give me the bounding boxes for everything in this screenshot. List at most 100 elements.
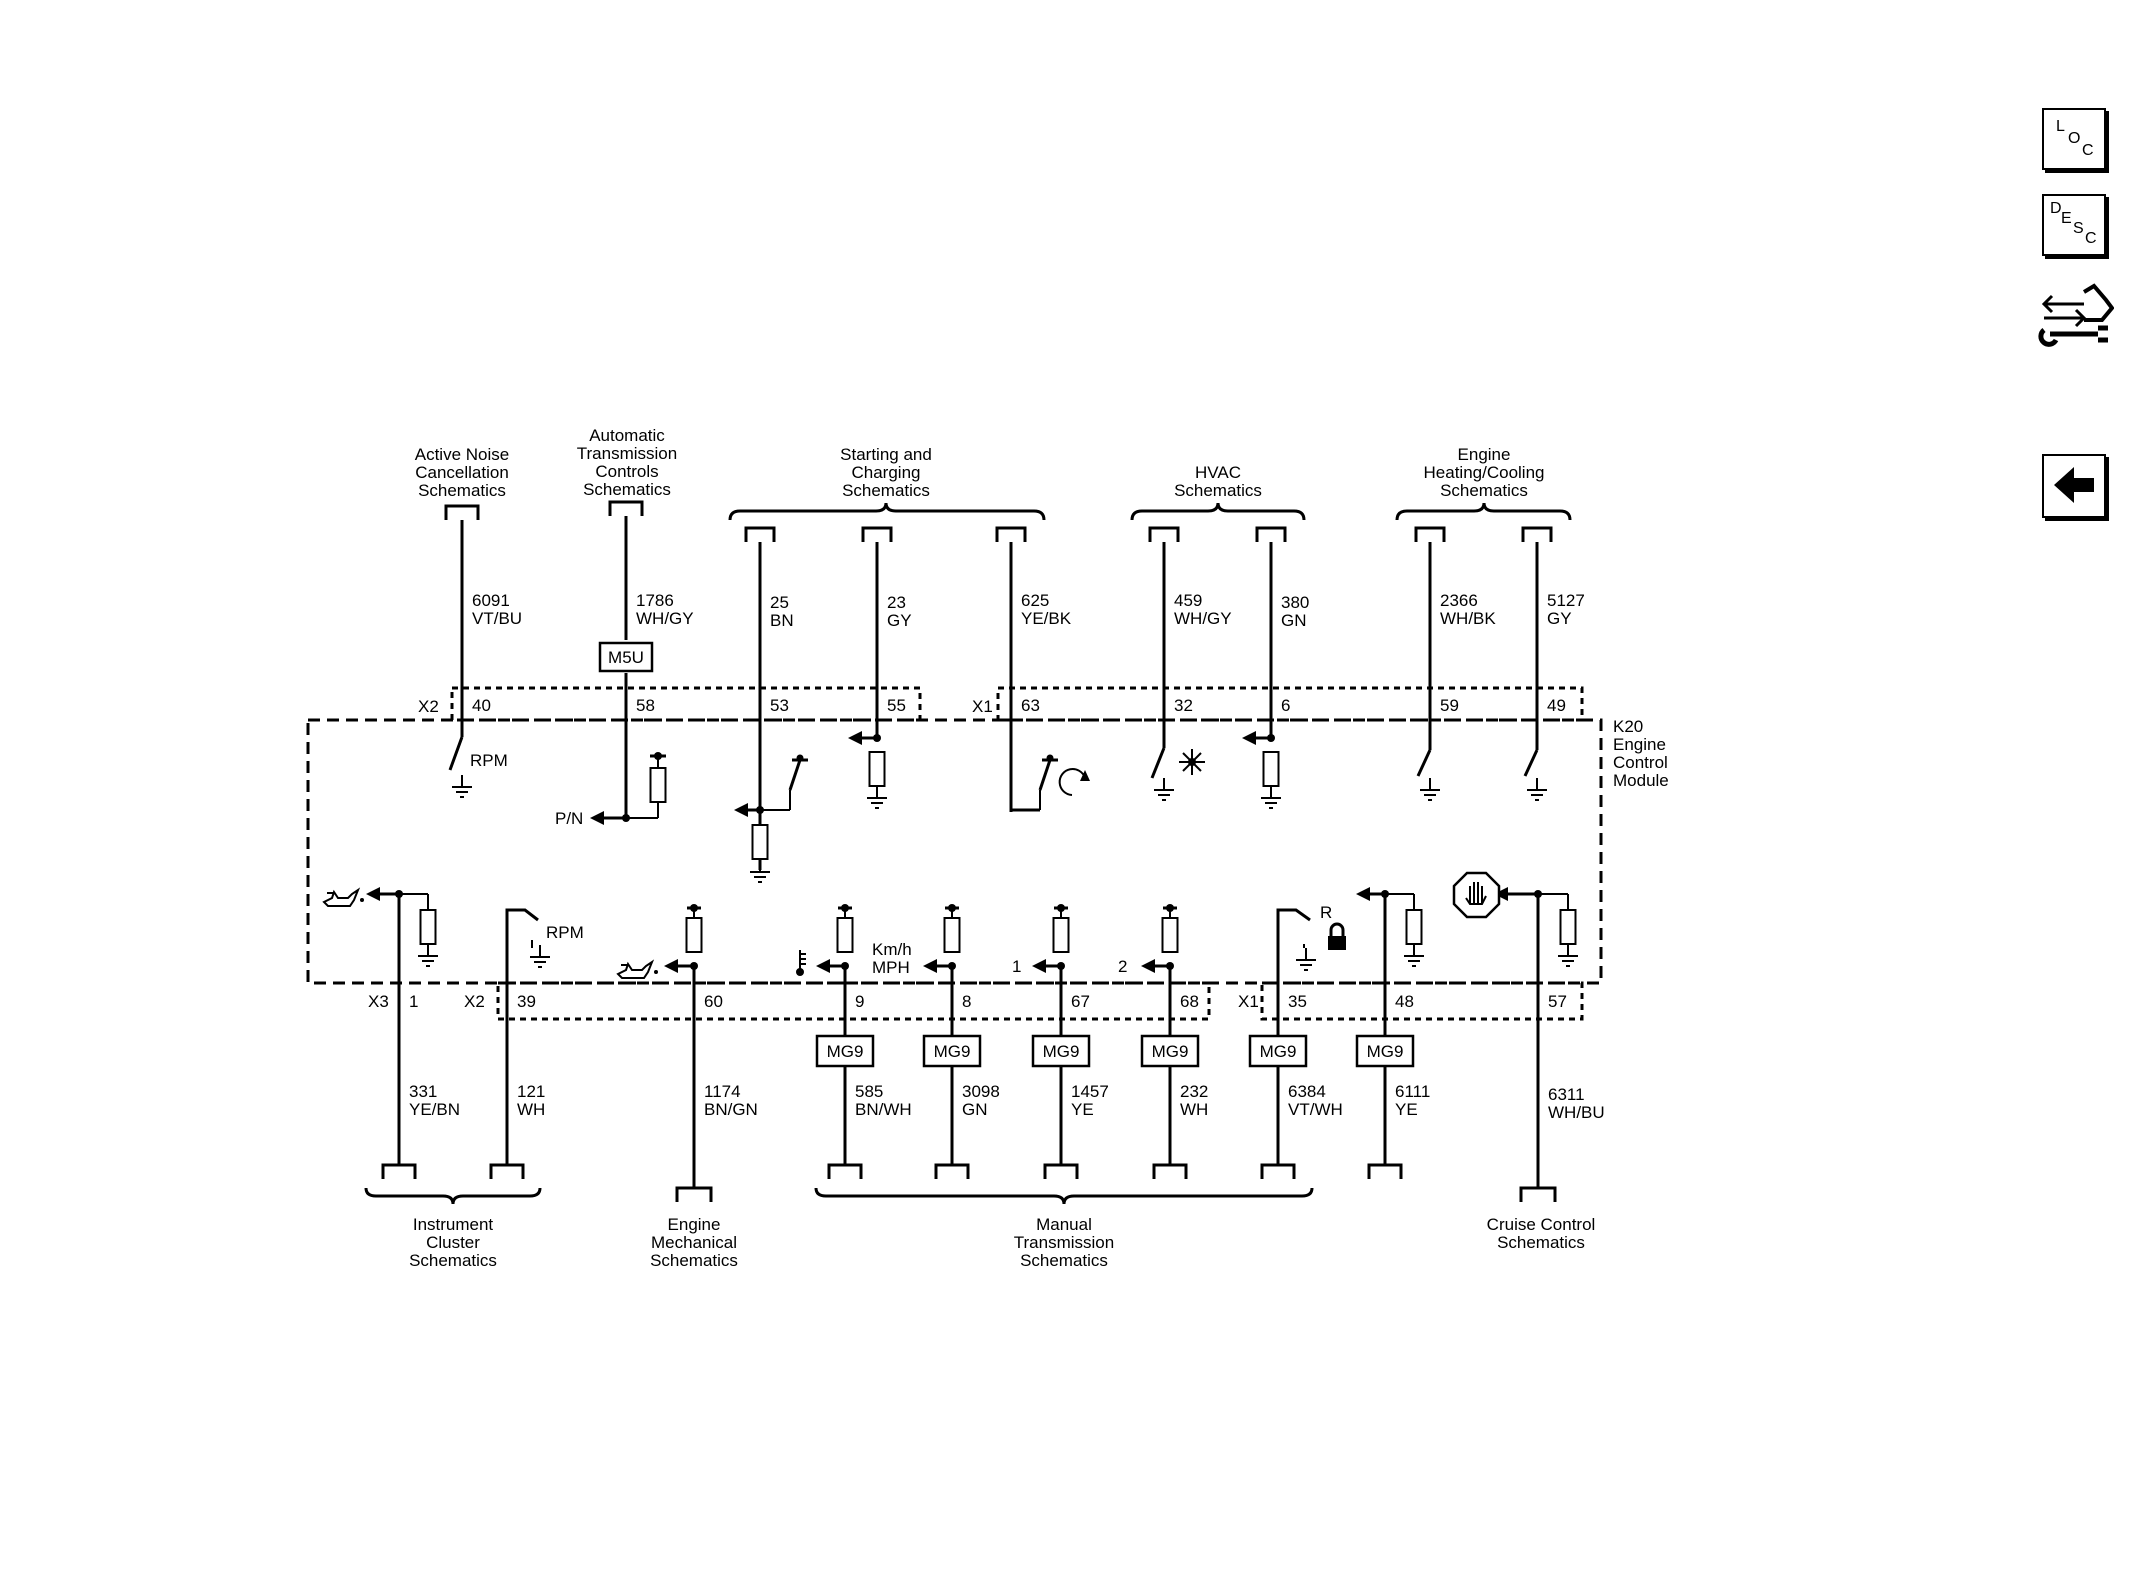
svg-text:6311: 6311 [1548,1085,1585,1104]
svg-text:BN: BN [770,611,794,630]
svg-text:GY: GY [887,611,912,630]
svg-text:55: 55 [887,696,906,715]
svg-text:Engine: Engine [1458,445,1511,464]
svg-text:Schematics: Schematics [650,1251,738,1270]
connector-x2-top [450,686,922,722]
svg-text:49: 49 [1547,696,1566,715]
svg-text:585: 585 [855,1082,883,1101]
internal-circuitry-top: RPM P/N [448,731,1548,883]
svg-text:8: 8 [962,992,971,1011]
brace-instrument-cluster [364,1187,542,1205]
svg-text:RPM: RPM [470,751,508,770]
back-button[interactable] [2042,454,2106,518]
group-engine-mechanical: Engine Mechanical Schematics [650,1215,738,1270]
svg-text:380: 380 [1281,593,1309,612]
svg-text:Schematics: Schematics [842,481,930,500]
connector-x1-bottom [1260,981,1584,1021]
connector-x3-label: X3 [368,992,389,1011]
svg-text:1: 1 [409,992,418,1011]
svg-text:63: 63 [1021,696,1040,715]
svg-text:Schematics: Schematics [418,481,506,500]
svg-text:53: 53 [770,696,789,715]
group-cruise-control: Cruise Control Schematics [1487,1215,1596,1252]
internal-circuitry-bottom: RPM Km/h MPH 1 [323,871,1579,979]
svg-text:23: 23 [887,593,906,612]
svg-text:Transmission: Transmission [577,444,677,463]
svg-text:WH: WH [1180,1100,1208,1119]
module-id: K20 [1613,717,1643,736]
svg-text:GN: GN [962,1100,988,1119]
svg-text:57: 57 [1548,992,1567,1011]
ecm-module-outline [306,718,1603,985]
svg-text:59: 59 [1440,696,1459,715]
svg-text:6384: 6384 [1288,1082,1326,1101]
svg-text:MG9: MG9 [934,1042,971,1061]
svg-text:48: 48 [1395,992,1414,1011]
svg-text:MG9: MG9 [1152,1042,1189,1061]
svg-text:Cluster: Cluster [426,1233,480,1252]
svg-text:Active Noise: Active Noise [415,445,509,464]
group-automatic-transmission: Automatic Transmission Controls Schemati… [577,426,677,499]
svg-text:1174: 1174 [704,1082,741,1101]
connector-repair-icon [2038,283,2115,347]
back-arrow-icon [2054,467,2094,503]
svg-text:Automatic: Automatic [589,426,665,445]
svg-text:R: R [1320,903,1332,922]
brace-engine-heating [1395,502,1572,521]
svg-text:Mechanical: Mechanical [651,1233,737,1252]
svg-text:VT/BU: VT/BU [472,609,522,628]
svg-text:Schematics: Schematics [1020,1251,1108,1270]
svg-text:YE/BN: YE/BN [409,1100,460,1119]
svg-text:35: 35 [1288,992,1307,1011]
svg-text:2: 2 [1118,957,1127,976]
svg-text:40: 40 [472,696,491,715]
bottom-pin-numbers: 1 39 60 9 8 67 68 35 48 57 [409,992,1567,1011]
svg-text:121: 121 [517,1082,545,1101]
location-button[interactable]: L O C [2042,108,2106,170]
svg-text:625: 625 [1021,591,1049,610]
svg-text:RPM: RPM [546,923,584,942]
bottom-terminals [381,1163,1557,1202]
module-name-3: Module [1613,771,1669,790]
svg-text:Schematics: Schematics [583,480,671,499]
svg-text:Cruise Control: Cruise Control [1487,1215,1596,1234]
option-m5u-label: M5U [608,648,644,667]
connector-x2-bottom [496,981,1211,1021]
svg-text:5127: 5127 [1547,591,1585,610]
svg-text:MG9: MG9 [1043,1042,1080,1061]
svg-text:459: 459 [1174,591,1202,610]
option-mg9-boxes: MG9 MG9 MG9 MG9 MG9 MG9 [815,1034,1415,1068]
svg-text:3098: 3098 [962,1082,1000,1101]
svg-text:Heating/Cooling: Heating/Cooling [1424,463,1545,482]
svg-text:Starting and: Starting and [840,445,932,464]
svg-text:P/N: P/N [555,809,583,828]
description-button[interactable]: D E S C [2042,194,2106,256]
svg-text:YE/BK: YE/BK [1021,609,1072,628]
option-m5u-box [598,641,654,673]
svg-text:Instrument: Instrument [413,1215,494,1234]
connector-repair-button[interactable] [2038,278,2115,354]
svg-text:Schematics: Schematics [1174,481,1262,500]
svg-text:MG9: MG9 [1367,1042,1404,1061]
brace-hvac [1130,502,1306,521]
connector-x2-bottom-label: X2 [464,992,485,1011]
svg-text:6091: 6091 [472,591,510,610]
svg-text:39: 39 [517,992,536,1011]
connector-x1-bottom-label: X1 [1238,992,1259,1011]
svg-text:VT/WH: VT/WH [1288,1100,1343,1119]
svg-text:6: 6 [1281,696,1290,715]
svg-text:WH/BU: WH/BU [1548,1103,1605,1122]
svg-text:68: 68 [1180,992,1199,1011]
svg-text:Km/h: Km/h [872,940,912,959]
svg-text:YE: YE [1071,1100,1094,1119]
svg-text:Manual: Manual [1036,1215,1092,1234]
svg-text:1786: 1786 [636,591,674,610]
svg-text:HVAC: HVAC [1195,463,1241,482]
svg-text:32: 32 [1174,696,1193,715]
svg-text:Engine: Engine [668,1215,721,1234]
svg-text:MG9: MG9 [1260,1042,1297,1061]
top-terminals [444,500,1553,544]
svg-text:6111: 6111 [1395,1082,1430,1101]
svg-text:Schematics: Schematics [1440,481,1528,500]
svg-text:Controls: Controls [595,462,658,481]
